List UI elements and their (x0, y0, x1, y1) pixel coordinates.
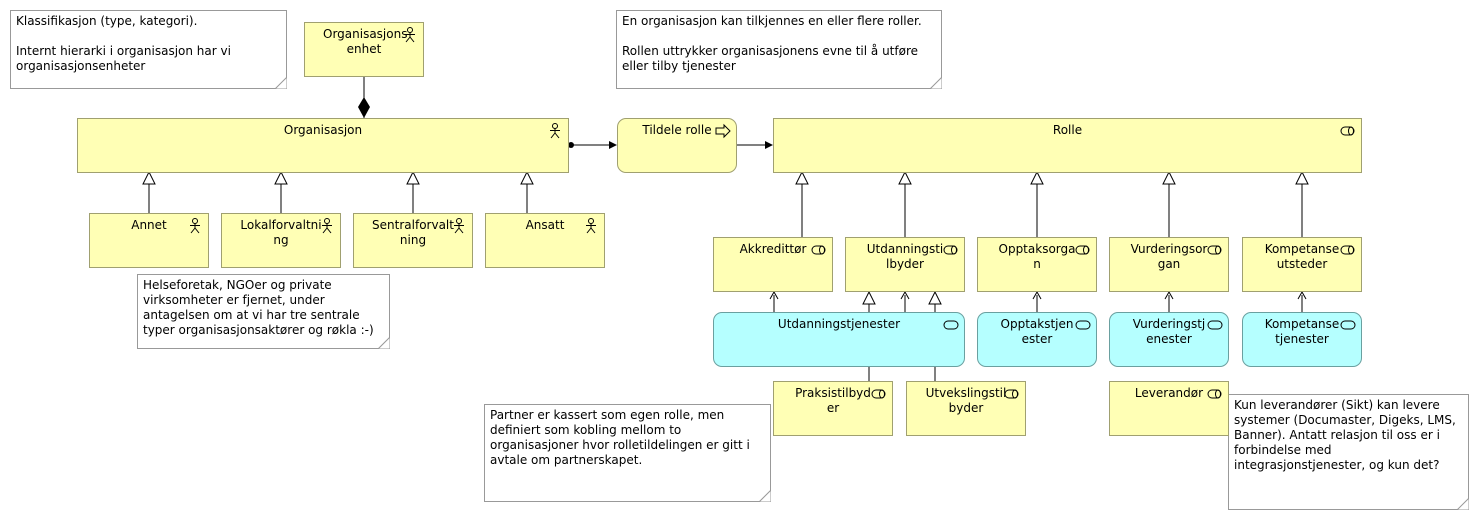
role-leverandor[interactable]: Leverandør (1109, 381, 1229, 436)
element-label: Akkredittør (739, 242, 807, 256)
process-icon (715, 123, 731, 139)
element-label: Sentralforvalt ning (372, 218, 454, 247)
note-helseforetak: Helseforetak, NGOer og private virksomhe… (137, 274, 390, 349)
role-icon (811, 245, 826, 255)
role-icon (1340, 245, 1355, 255)
actor-icon (322, 218, 332, 234)
actor-lokalforvaltning[interactable]: Lokalforvaltni ng (221, 213, 341, 268)
element-label: Kompetanse tjenester (1264, 317, 1340, 346)
service-opptakstjenester[interactable]: Opptakstjen ester (977, 312, 1097, 367)
element-label: Lokalforvaltni ng (240, 218, 322, 247)
process-tildele-rolle[interactable]: Tildele rolle (617, 118, 737, 173)
element-label: Leverandør (1134, 386, 1204, 400)
actor-icon (586, 218, 596, 234)
note-partner: Partner er kassert som egen rolle, men d… (484, 404, 771, 502)
role-icon (1207, 245, 1222, 255)
role-praksistilbyder[interactable]: Praksistilbyd er (773, 381, 893, 436)
element-label: Praksistilbyd er (795, 386, 871, 415)
element-label: Ansatt (525, 218, 565, 232)
serving-arrows (769, 290, 1307, 312)
note-fold-icon (275, 77, 287, 89)
note-text: Kun leverandører (Sikt) kan levere syste… (1234, 398, 1456, 472)
role-utdanningstilbyder[interactable]: Utdanningsti lbyder (845, 237, 965, 292)
service-icon (943, 320, 959, 330)
element-label: Organisasjons enhet (323, 27, 408, 56)
role-icon (1207, 389, 1222, 399)
element-label: Annet (131, 218, 167, 232)
specialization-rolle (795, 170, 1309, 237)
role-icon (871, 389, 886, 399)
note-text: Partner er kassert som egen rolle, men d… (490, 408, 750, 467)
note-text: Klassifikasjon (type, kategori). Internt… (16, 14, 231, 73)
element-label: Utvekslingstil byder (925, 386, 1007, 415)
actor-organisasjonsenhet[interactable]: Organisasjons enhet (304, 22, 424, 77)
note-klassifikasjon: Klassifikasjon (type, kategori). Internt… (10, 10, 287, 89)
element-label: Tildele rolle (642, 123, 712, 137)
role-utvekslingstilbyder[interactable]: Utvekslingstil byder (906, 381, 1026, 436)
role-icon (1340, 126, 1355, 136)
actor-icon (454, 218, 464, 234)
note-text: Helseforetak, NGOer og private virksomhe… (143, 278, 374, 337)
service-kompetansetjenester[interactable]: Kompetanse tjenester (1242, 312, 1362, 367)
composition-diamond (358, 97, 370, 118)
element-label: Utdanningstjenester (777, 317, 901, 331)
role-vurderingsorgan[interactable]: Vurderingsor gan (1109, 237, 1229, 292)
role-rolle[interactable]: Rolle (773, 118, 1362, 173)
note-fold-icon (930, 77, 942, 89)
role-opptaksorgan[interactable]: Opptaksorga n (977, 237, 1097, 292)
note-leverandorer: Kun leverandører (Sikt) kan levere syste… (1228, 394, 1469, 510)
actor-annet[interactable]: Annet (89, 213, 209, 268)
service-vurderingstjenester[interactable]: Vurderingstj enester (1109, 312, 1229, 367)
element-label: Kompetanse utsteder (1264, 242, 1340, 271)
actor-icon (405, 27, 415, 43)
assignment-flow (568, 141, 773, 149)
note-text: En organisasjon kan tilkjennes en eller … (622, 14, 922, 73)
note-roller: En organisasjon kan tilkjennes en eller … (616, 10, 942, 89)
note-fold-icon (1457, 498, 1469, 510)
note-fold-icon (378, 337, 390, 349)
role-icon (943, 245, 958, 255)
role-icon (1075, 245, 1090, 255)
actor-icon (190, 218, 200, 234)
actor-icon (550, 123, 560, 139)
element-label: Utdanningsti lbyder (866, 242, 944, 271)
element-label: Rolle (1052, 123, 1083, 137)
element-label: Organisasjon (283, 123, 363, 137)
actor-ansatt[interactable]: Ansatt (485, 213, 605, 268)
specialization-organisasjon (142, 170, 534, 213)
element-label: Opptakstjen ester (1000, 317, 1074, 346)
service-utdanningstjenester[interactable]: Utdanningstjenester (713, 312, 965, 367)
service-icon (1207, 320, 1223, 330)
role-icon (1004, 389, 1019, 399)
service-icon (1340, 320, 1356, 330)
role-akkreditor[interactable]: Akkredittør (713, 237, 833, 292)
note-fold-icon (759, 490, 771, 502)
actor-organisasjon[interactable]: Organisasjon (77, 118, 569, 173)
service-icon (1075, 320, 1091, 330)
element-label: Opptaksorga n (998, 242, 1076, 271)
element-label: Vurderingstj enester (1132, 317, 1206, 346)
element-label: Vurderingsor gan (1130, 242, 1208, 271)
actor-sentralforvaltning[interactable]: Sentralforvalt ning (353, 213, 473, 268)
role-kompetanseutsteder[interactable]: Kompetanse utsteder (1242, 237, 1362, 292)
